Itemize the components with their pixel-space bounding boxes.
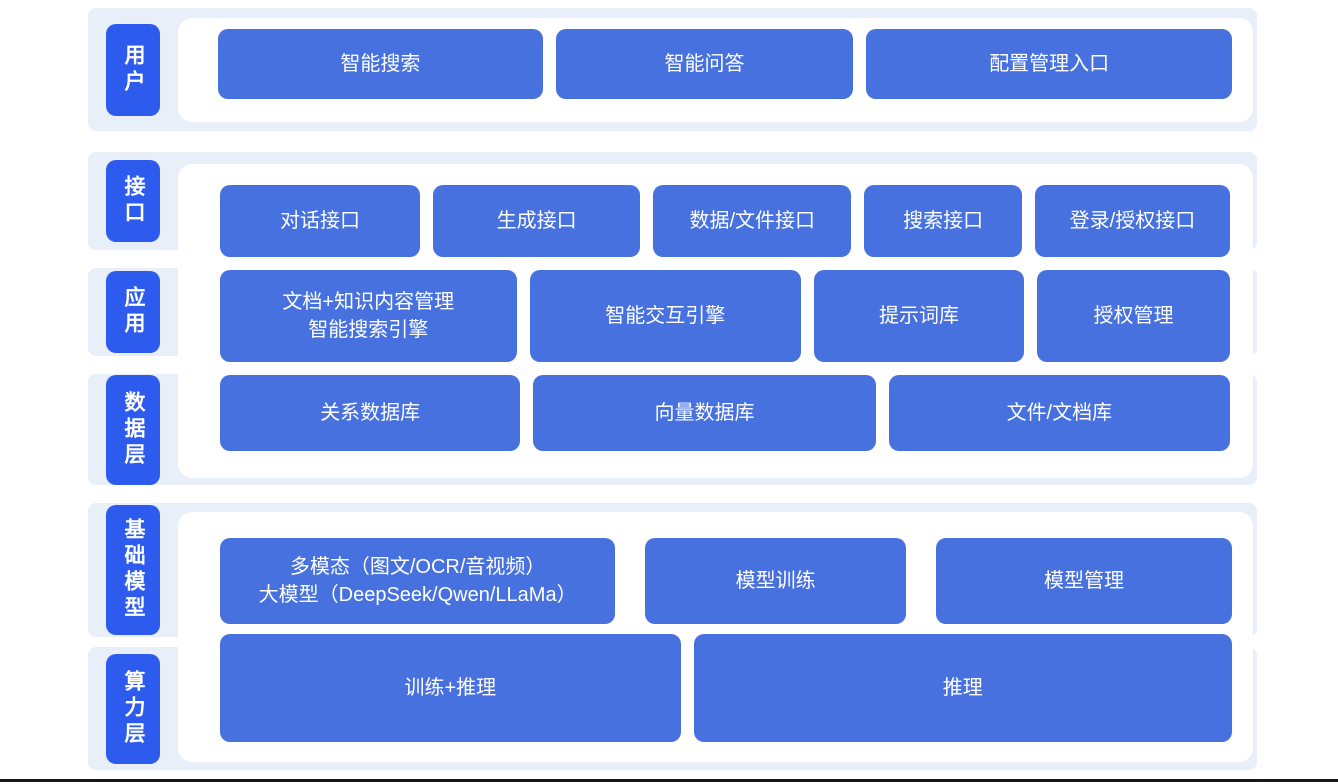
data-layer-row: 关系数据库 向量数据库 文件/文档库 xyxy=(220,375,1230,451)
block-multimodal-llm: 多模态（图文/OCR/音视频） 大模型（DeepSeek/Qwen/LLaMa） xyxy=(220,538,616,624)
block-data-file-api: 数据/文件接口 xyxy=(653,185,852,257)
block-model-management: 模型管理 xyxy=(936,538,1233,624)
block-file-doc-store: 文件/文档库 xyxy=(888,375,1230,451)
layer-label-foundation-model: 基础模型 xyxy=(106,505,160,635)
foundation-model-row: 多模态（图文/OCR/音视频） 大模型（DeepSeek/Qwen/LLaMa）… xyxy=(220,538,1233,624)
block-login-auth-api: 登录/授权接口 xyxy=(1034,185,1231,257)
application-row: 文档+知识内容管理 智能搜索引擎 智能交互引擎 提示词库 授权管理 xyxy=(220,270,1230,362)
interface-row: 对话接口 生成接口 数据/文件接口 搜索接口 登录/授权接口 xyxy=(220,185,1231,257)
block-vector-db: 向量数据库 xyxy=(533,375,876,451)
block-prompt-library: 提示词库 xyxy=(813,270,1024,362)
band-group-foundation: 基础模型 算力层 多模态（图文/OCR/音视频） 大模型（DeepSeek/Qw… xyxy=(88,503,1257,770)
band-group-user: 用户 智能搜索 智能问答 配置管理入口 xyxy=(88,8,1257,131)
block-config-management-entry: 配置管理入口 xyxy=(866,29,1232,99)
block-model-training: 模型训练 xyxy=(645,538,907,624)
block-doc-knowledge-search-engine: 文档+知识内容管理 智能搜索引擎 xyxy=(220,270,517,362)
block-inference: 推理 xyxy=(693,634,1232,742)
layer-label-user: 用户 xyxy=(106,23,160,116)
layer-label-interface: 接口 xyxy=(106,160,160,242)
compute-layer-row: 训练+推理 推理 xyxy=(220,634,1232,742)
block-relational-db: 关系数据库 xyxy=(220,375,521,451)
block-interaction-engine: 智能交互引擎 xyxy=(529,270,801,362)
user-panel: 智能搜索 智能问答 配置管理入口 xyxy=(178,18,1253,122)
block-auth-management: 授权管理 xyxy=(1037,270,1230,362)
bottom-divider xyxy=(0,779,1338,782)
layer-label-compute-layer: 算力层 xyxy=(106,653,160,764)
layer-label-data-layer: 数据层 xyxy=(106,374,160,485)
block-generation-api: 生成接口 xyxy=(433,185,641,257)
layer-label-application: 应用 xyxy=(106,271,160,353)
block-smart-qa: 智能问答 xyxy=(555,29,854,99)
block-smart-search: 智能搜索 xyxy=(218,29,543,99)
block-training-inference: 训练+推理 xyxy=(220,634,681,742)
foundation-panel: 多模态（图文/OCR/音视频） 大模型（DeepSeek/Qwen/LLaMa）… xyxy=(178,512,1253,762)
band-group-middle: 接口 应用 数据层 对话接口 生成接口 数据/文件接口 搜索接口 登录/授权接口… xyxy=(88,152,1257,485)
user-row: 智能搜索 智能问答 配置管理入口 xyxy=(218,29,1232,99)
block-dialog-api: 对话接口 xyxy=(220,185,421,257)
block-search-api: 搜索接口 xyxy=(864,185,1022,257)
middle-panel: 对话接口 生成接口 数据/文件接口 搜索接口 登录/授权接口 文档+知识内容管理… xyxy=(178,164,1253,478)
